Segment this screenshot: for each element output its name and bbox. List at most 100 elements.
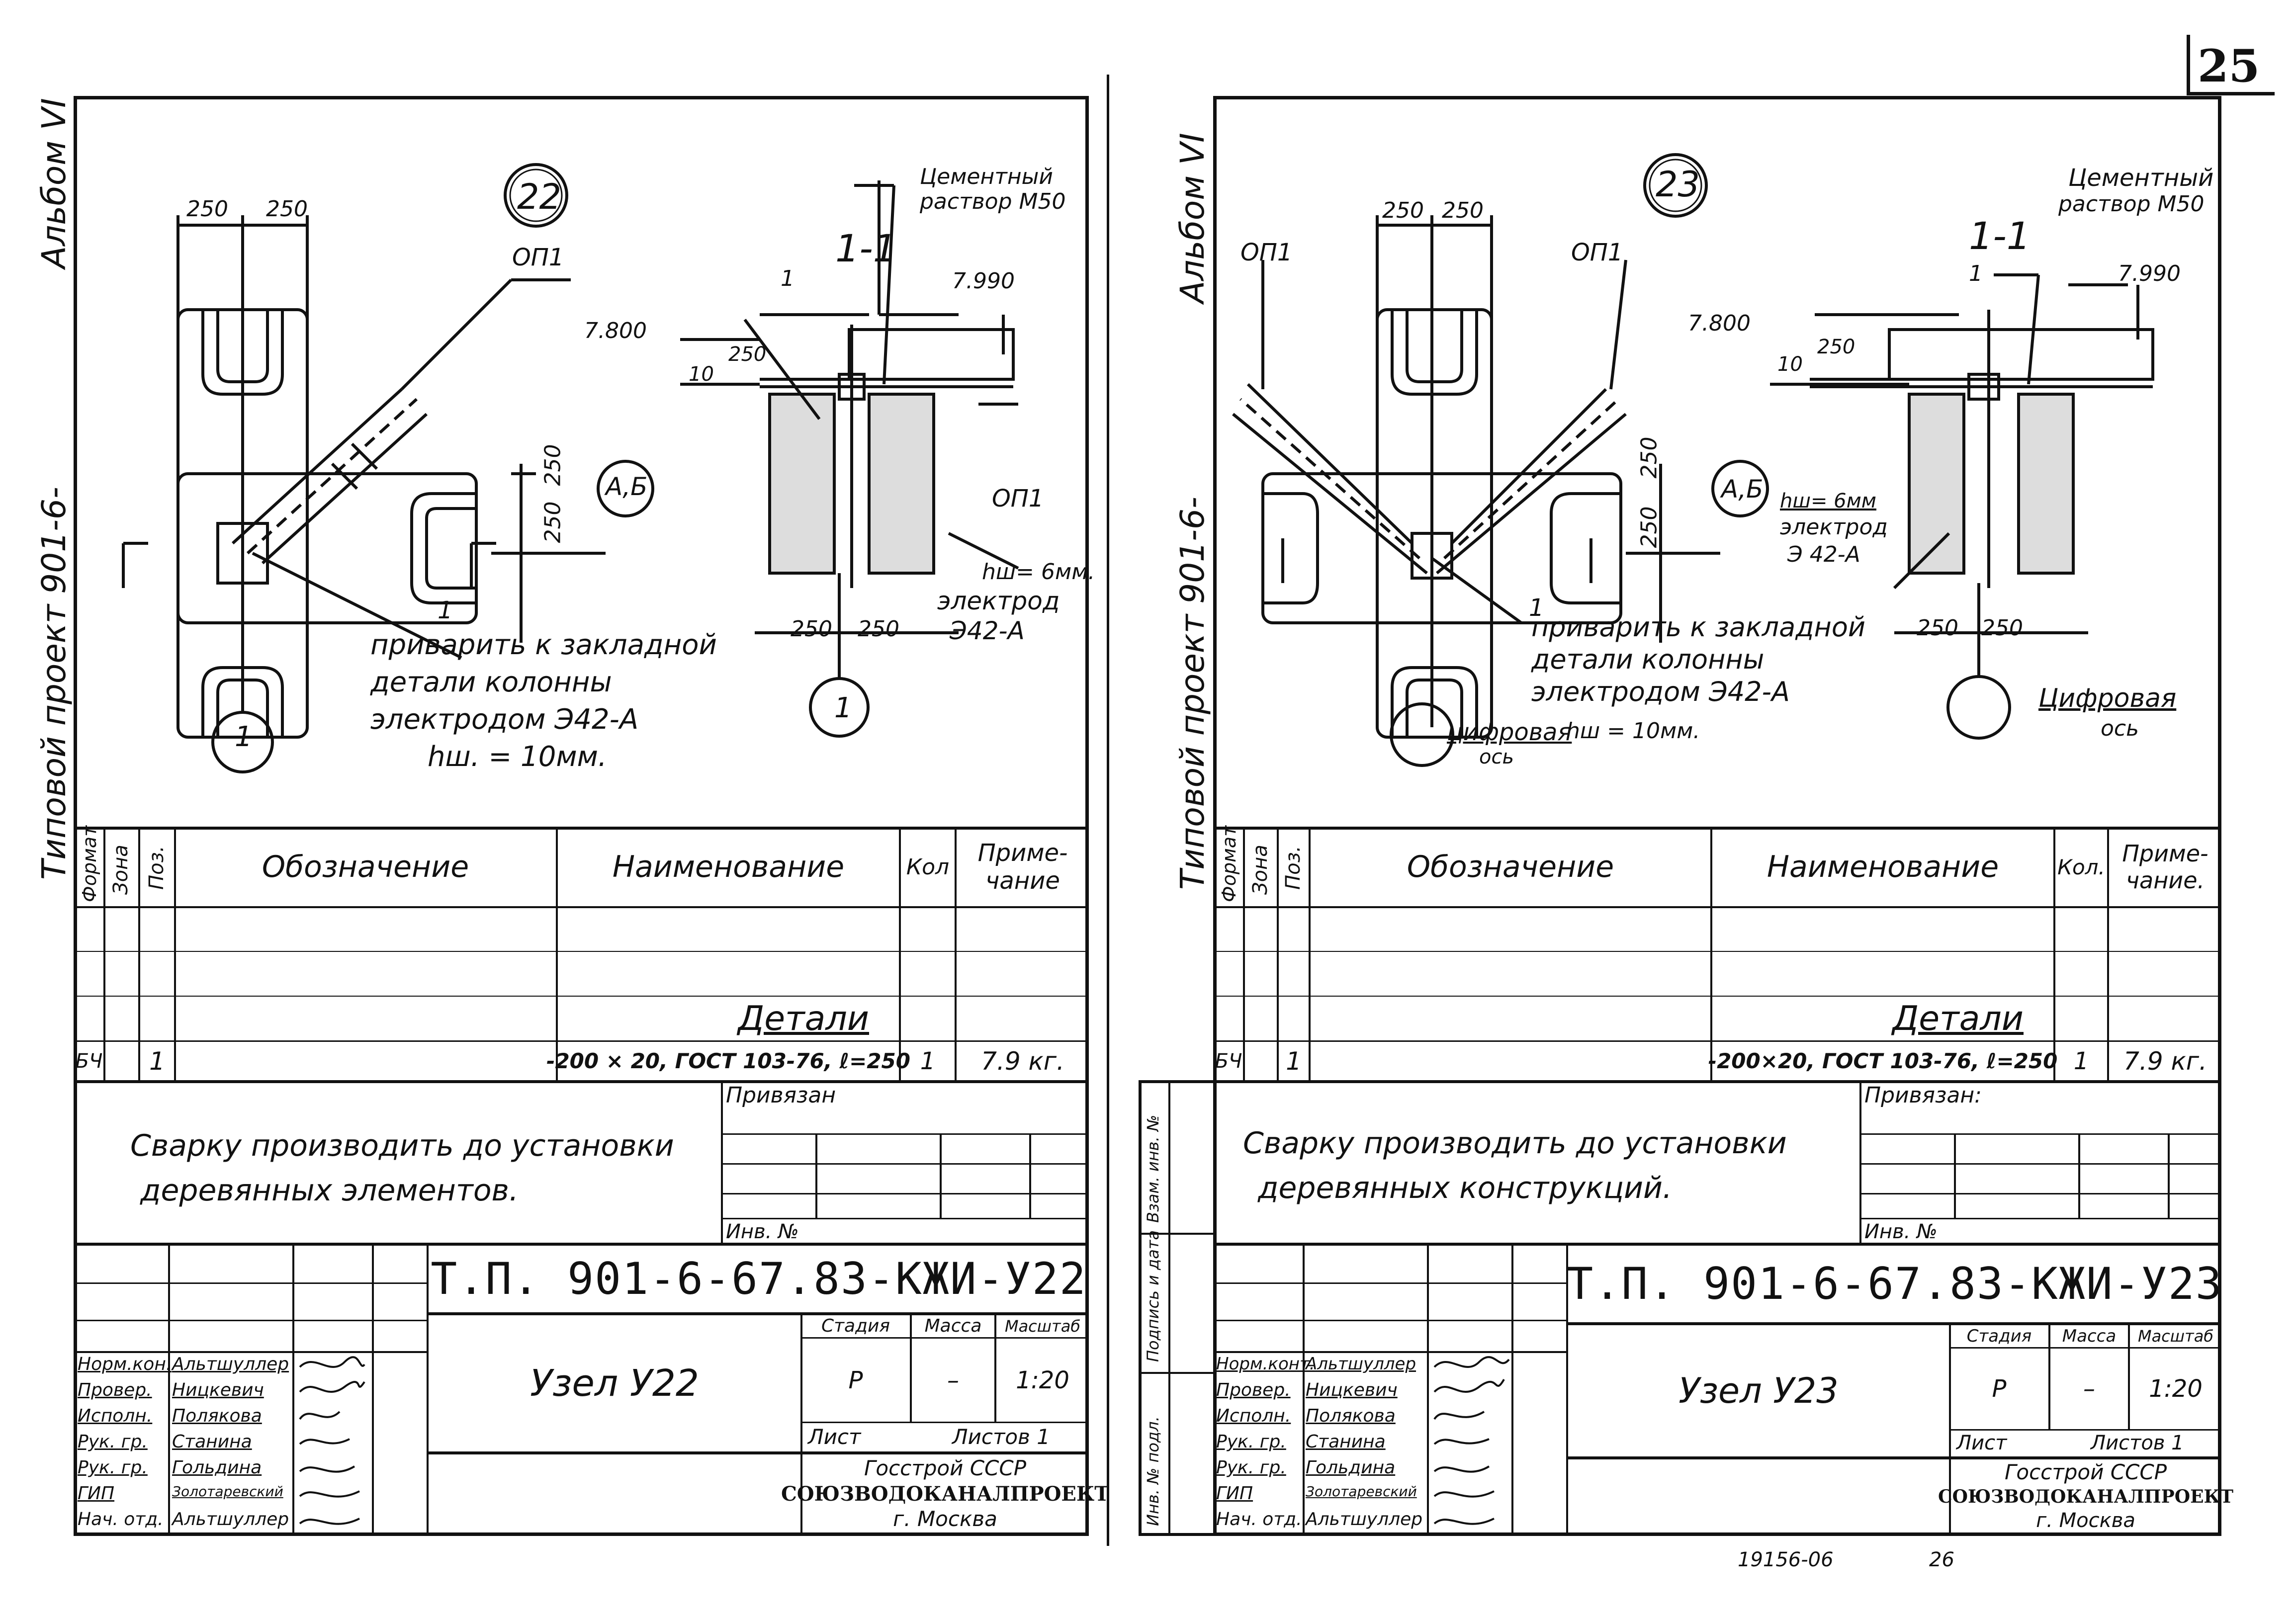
dim-v2-2: 250 xyxy=(1636,506,1662,548)
signer-role: Норм.кон. xyxy=(78,1354,172,1374)
spec-header-pos: Поз. xyxy=(145,846,168,890)
signer-name: Гольдина xyxy=(1306,1457,1396,1478)
spec-row-note-2: 7.9 кг. xyxy=(2123,1046,2207,1076)
center-divider xyxy=(1107,75,1109,1546)
spec-row-format: БЧ xyxy=(75,1049,103,1073)
cement-1-2: Цементный xyxy=(2068,164,2214,192)
dim-a-2: 250 xyxy=(1382,198,1424,223)
electrode-1: электрод xyxy=(937,587,1060,615)
spec-row-qty: 1 xyxy=(920,1047,936,1075)
axis-1-circle-label: 1 xyxy=(235,721,253,753)
stamp-scale-label-2: Масштаб xyxy=(2137,1326,2214,1346)
signer-name: Альтшуллер xyxy=(172,1354,289,1374)
spec-row-note: 7.9 кг. xyxy=(981,1046,1064,1076)
spec-row-format-2: БЧ xyxy=(1215,1049,1242,1073)
bottom-num: 26 xyxy=(1929,1548,1954,1571)
signer-name: Полякова xyxy=(172,1406,262,1426)
section-title-2: 1-1 xyxy=(1969,214,2031,258)
cement-1: Цементный xyxy=(920,164,1053,189)
side-stamp-inv: Инв. № подл. xyxy=(1144,1416,1162,1526)
side-label-album-2: Альбом VI xyxy=(1173,133,1212,303)
section-axis: 1 xyxy=(834,692,852,724)
drawing-node-23 xyxy=(1232,153,2154,767)
spec-row-pos: 1 xyxy=(149,1046,165,1076)
level-left: 7.800 xyxy=(584,318,647,343)
signer-name: Золотаревский xyxy=(172,1483,283,1500)
spec-header-designation: Обозначение xyxy=(262,850,469,884)
signatures-scribbles xyxy=(299,1356,365,1525)
drawing-title: Узел У22 xyxy=(530,1361,700,1405)
inv-no-label-2: Инв. № xyxy=(1864,1220,1938,1243)
opl-label: ОП1 xyxy=(512,244,564,271)
org-line-3: г. Москва xyxy=(893,1506,997,1531)
hw-note: hш = 10мм. xyxy=(1566,718,1700,744)
org-line-2: СОЮЗВОДОКАНАЛПРОЕКТ xyxy=(781,1482,1110,1506)
note-line-2-2: деревянных конструкций. xyxy=(1258,1171,1673,1205)
stamp-mass-label: Масса xyxy=(924,1316,982,1336)
signer-name: Полякова xyxy=(1306,1406,1396,1426)
spec-header-name-2: Наименование xyxy=(1766,850,1999,884)
stamp-sheet-label-2: Лист xyxy=(1956,1432,2007,1454)
axis-label: А,Б xyxy=(606,472,648,501)
spec-header-format: Формат xyxy=(79,825,100,902)
section-dim-b: 250 xyxy=(858,616,899,642)
dim-250-section: 250 xyxy=(728,343,767,366)
signer-name: Золотаревский xyxy=(1306,1483,1417,1500)
spec-header-designation-2: Обозначение xyxy=(1407,850,1614,884)
spec-section-title: Детали xyxy=(738,999,869,1038)
org-line-1: Госстрой СССР xyxy=(864,1455,1027,1480)
signer-role: Рук. гр. xyxy=(1216,1432,1286,1452)
signer-role: Рук. гр. xyxy=(78,1457,148,1478)
signers-table-2: Норм.конт. Альтшуллер Провер. Ницкевич И… xyxy=(1213,1352,1566,1536)
spec-header-note-2: Приме-чание. xyxy=(2122,840,2208,894)
spec-header-note: Приме-чание xyxy=(977,839,1068,895)
side-stamp-replace: Взам. инв. № xyxy=(1144,1114,1162,1223)
cement-2: раствор М50 xyxy=(920,189,1066,214)
axis-word: ось xyxy=(1479,746,1514,768)
signatures-scribbles-2 xyxy=(1433,1356,1510,1525)
drawing-code-2: Т.П. 901-6-67.83-КЖИ-У23 xyxy=(1567,1258,2223,1309)
stamp-sheets-label-2: Листов 1 xyxy=(2091,1432,2184,1454)
section-opl: ОП1 xyxy=(992,485,1044,512)
section-digital: Цифровая xyxy=(2038,683,2177,713)
drawing-node-22 xyxy=(122,163,1019,773)
opl-right: ОП1 xyxy=(1571,239,1623,266)
spec-header-name: Наименование xyxy=(612,850,845,884)
signer-role: Рук. гр. xyxy=(78,1432,148,1452)
signer-name: Ницкевич xyxy=(1306,1380,1398,1400)
stamp-scale: 1:20 xyxy=(1016,1366,1069,1394)
stamp-sheets-label: Листов 1 xyxy=(952,1425,1050,1449)
privyazan-label: Привязан xyxy=(726,1083,836,1108)
org-line-2-2: СОЮЗВОДОКАНАЛПРОЕКТ xyxy=(1938,1486,2234,1507)
dim-10-2: 10 xyxy=(1777,353,1803,376)
dim-v1-2: 250 xyxy=(1636,436,1662,479)
inv-no-label: Инв. № xyxy=(726,1220,799,1243)
side-label-album: Альбом VI xyxy=(35,98,73,268)
level-left-2: 7.800 xyxy=(1688,311,1751,336)
stamp-mass-2: – xyxy=(2083,1375,2095,1403)
spec-header-qty: Кол xyxy=(906,854,950,880)
dim-b: 250 xyxy=(266,196,308,222)
weld-note-2-2: детали колонны xyxy=(1531,644,1765,675)
stamp-stage: Р xyxy=(848,1366,863,1394)
cement-2-2: раствор М50 xyxy=(2058,191,2205,217)
note-line-1: Сварку производить до установки xyxy=(130,1128,674,1163)
spec-header-qty-2: Кол. xyxy=(2057,854,2105,879)
node-number-2: 23 xyxy=(1656,164,1700,205)
signer-name: Гольдина xyxy=(172,1457,262,1478)
side-label-project-2: Типовой проект 901-6- xyxy=(1173,497,1212,890)
signer-role: Норм.конт. xyxy=(1216,1354,1315,1374)
opl-left: ОП1 xyxy=(1240,239,1293,266)
section-pos-1: 1 xyxy=(781,266,795,291)
spec-top-line xyxy=(74,827,1089,830)
stamp-sheet-label: Лист xyxy=(808,1425,861,1449)
spec-header-zone: Зона xyxy=(109,845,132,895)
signer-role: Рук. гр. xyxy=(1216,1457,1286,1478)
org-line-3-2: г. Москва xyxy=(2036,1509,2135,1532)
position-1-2: 1 xyxy=(1529,594,1544,622)
dim-250-section-2: 250 xyxy=(1817,336,1855,358)
note-line-1-2: Сварку производить до установки xyxy=(1243,1126,1787,1161)
signers-table: Норм.кон. Альтшуллер Провер. Ницкевич Ис… xyxy=(74,1352,427,1536)
spec-header-format-2: Формат xyxy=(1218,825,1240,902)
section-dim-b-2: 250 xyxy=(1981,615,2023,641)
